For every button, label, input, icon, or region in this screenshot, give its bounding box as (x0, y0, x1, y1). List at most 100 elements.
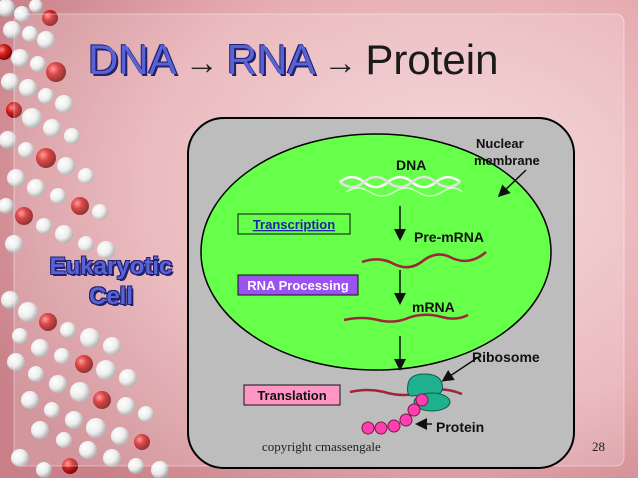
white-ball (111, 427, 129, 445)
white-ball (43, 119, 61, 137)
title-rna: RNA (226, 36, 316, 83)
white-ball (5, 235, 23, 253)
protein-bead (399, 413, 413, 427)
ribosome-pointer (441, 355, 481, 382)
white-ball (37, 31, 55, 49)
white-ball (27, 179, 45, 197)
red-ball (75, 355, 93, 373)
white-ball (97, 241, 115, 259)
white-ball (78, 236, 94, 252)
translation-box (243, 384, 341, 406)
white-ball (18, 302, 38, 322)
title-arrow-1: → (184, 44, 219, 82)
dna-label: DNA (396, 157, 426, 173)
white-ball (7, 353, 25, 371)
white-ball (151, 461, 169, 478)
white-ball (22, 26, 38, 42)
protein-bead (374, 421, 388, 435)
white-ball (0, 131, 17, 149)
red-ball (46, 62, 66, 82)
white-ball (70, 382, 90, 402)
mrna-strand (343, 313, 469, 323)
protein-bead (407, 403, 421, 417)
white-ball (80, 328, 100, 348)
pre-mrna-strand (361, 251, 487, 269)
white-ball (44, 402, 60, 418)
dna-strand-2 (339, 175, 461, 189)
ribosome-large-subunit (407, 373, 443, 397)
white-ball (21, 391, 39, 409)
title-protein: Protein (365, 36, 499, 83)
white-ball (119, 369, 137, 387)
white-ball (138, 406, 154, 422)
side-label-line-2: Cell (88, 283, 133, 310)
copyright-text: copyright cmassengale (262, 439, 381, 454)
white-ball (103, 449, 121, 467)
title-arrow-2: → (323, 44, 358, 82)
white-ball (0, 0, 15, 17)
title-dna: DNA (88, 36, 177, 83)
rna-processing-box (237, 274, 359, 296)
white-ball (49, 375, 67, 393)
white-ball (19, 79, 37, 97)
white-ball (56, 432, 72, 448)
white-ball (117, 397, 135, 415)
red-ball (62, 458, 78, 474)
nuclear-membrane-label-1: Nuclear (476, 136, 524, 151)
white-ball (18, 142, 34, 158)
molecule-decoration (0, 0, 169, 478)
white-ball (14, 6, 30, 22)
white-ball (96, 360, 116, 380)
white-ball (55, 95, 73, 113)
transcription-box (237, 213, 351, 235)
eukaryotic-cell-label: Eukaryotic Cell (26, 252, 196, 312)
red-ball (0, 44, 12, 60)
nuclear-membrane-pointer (497, 169, 527, 198)
white-ball (0, 198, 14, 214)
white-ball (92, 204, 108, 220)
white-ball (31, 421, 49, 439)
white-ball (103, 337, 121, 355)
red-ball (39, 313, 57, 331)
white-ball (11, 449, 29, 467)
white-ball (57, 157, 75, 175)
page-number: 28 (592, 439, 605, 454)
side-label-line-1: Eukaryotic (49, 253, 173, 280)
dna-strand-3 (345, 187, 463, 197)
transcription-label: Transcription (253, 217, 335, 232)
white-ball (30, 56, 46, 72)
white-ball (50, 188, 66, 204)
white-ball (79, 441, 97, 459)
white-ball (12, 328, 28, 344)
white-ball (65, 411, 83, 429)
white-ball (11, 49, 29, 67)
nucleus (200, 133, 552, 371)
red-ball (93, 391, 111, 409)
red-ball (71, 197, 89, 215)
white-ball (31, 339, 49, 357)
white-ball (38, 88, 54, 104)
white-ball (36, 462, 52, 478)
slide-title: DNA→RNA→Protein (88, 36, 498, 84)
white-ball (22, 108, 42, 128)
translation-label: Translation (257, 388, 326, 403)
red-ball (134, 434, 150, 450)
red-ball (15, 207, 33, 225)
rna-processing-label: RNA Processing (247, 278, 348, 293)
protein-chain (361, 393, 429, 435)
white-ball (55, 225, 73, 243)
protein-bead (361, 421, 375, 435)
white-ball (54, 348, 70, 364)
white-ball (3, 21, 21, 39)
protein-bead (415, 393, 429, 407)
red-ball (36, 148, 56, 168)
ribosome-label: Ribosome (472, 349, 540, 365)
white-ball (78, 168, 94, 184)
white-ball (28, 366, 44, 382)
dna-strand-1 (339, 175, 461, 189)
nuclear-membrane-label-2: membrane (474, 153, 540, 168)
white-ball (86, 418, 106, 438)
white-ball (128, 458, 144, 474)
